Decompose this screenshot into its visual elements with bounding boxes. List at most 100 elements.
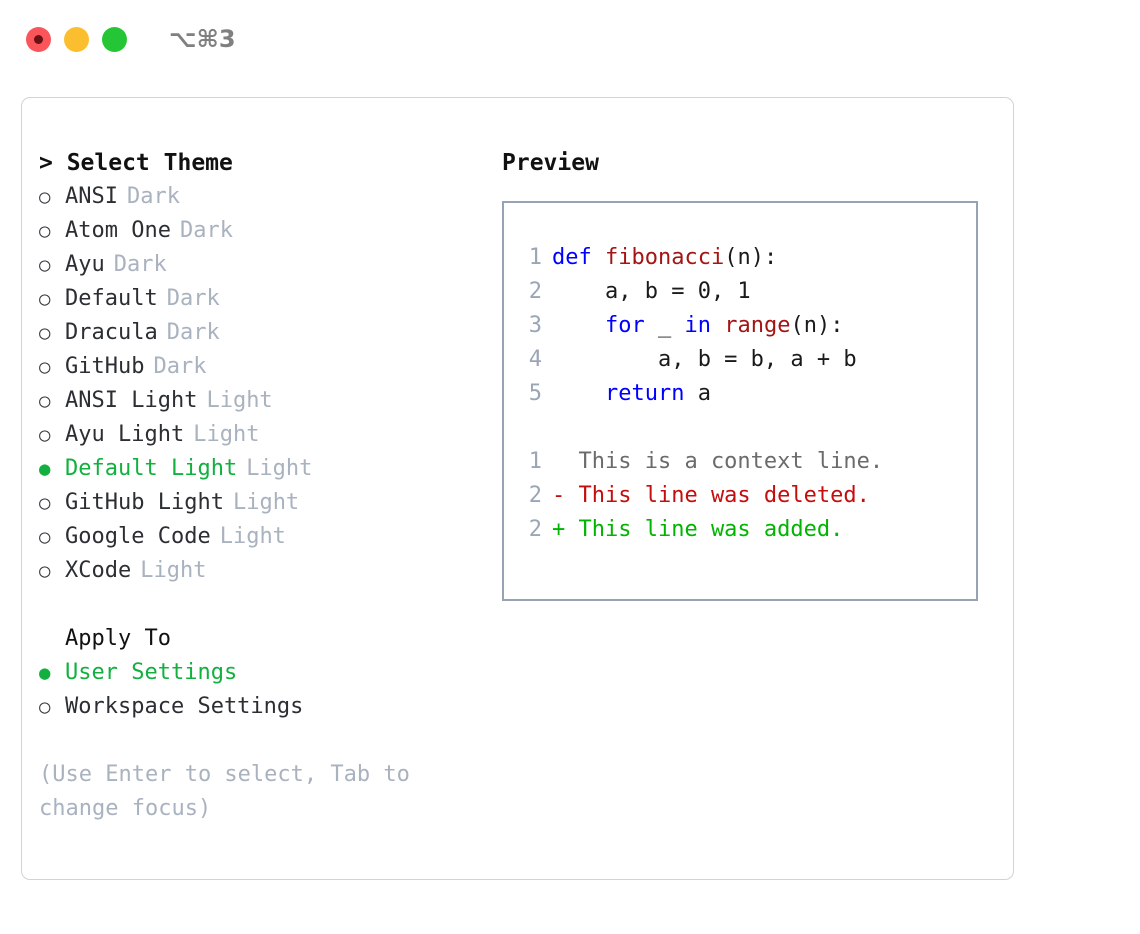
code-line: 1 def fibonacci(n): bbox=[504, 241, 976, 275]
theme-category-tag: Dark bbox=[179, 218, 233, 243]
theme-name-label: Dracula bbox=[65, 320, 158, 345]
radio-unselected-icon: ○ bbox=[39, 560, 51, 582]
code-token: (n): bbox=[724, 245, 778, 270]
theme-name-label: Ayu bbox=[65, 252, 105, 277]
record-dot-icon bbox=[34, 34, 43, 44]
code-token: (n): bbox=[790, 313, 844, 338]
select-theme-heading: > Select Theme bbox=[39, 150, 233, 176]
code-line: 5 return a bbox=[504, 377, 976, 411]
line-number: 3 bbox=[528, 313, 542, 338]
code-line: 4 a, b = b, a + b bbox=[504, 343, 976, 377]
code-text: a, b = 0, 1 bbox=[552, 275, 751, 309]
preview-heading: Preview bbox=[502, 150, 599, 176]
radio-unselected-icon: ○ bbox=[39, 356, 51, 378]
theme-category-tag: Dark bbox=[166, 320, 220, 345]
code-token: fibonacci bbox=[604, 245, 725, 270]
window-controls bbox=[26, 26, 127, 52]
code-line: 3 for _ in range(n): bbox=[504, 309, 976, 343]
code-token: a, b = 0, 1 bbox=[552, 279, 751, 304]
theme-category-tag: Light bbox=[246, 456, 313, 481]
theme-name-label: GitHub Light bbox=[65, 490, 224, 515]
maximize-button[interactable] bbox=[102, 26, 127, 52]
code-token: a bbox=[684, 381, 711, 406]
line-number: 2 bbox=[528, 483, 542, 508]
theme-category-tag: Light bbox=[206, 388, 273, 413]
code-text: for _ in range(n): bbox=[552, 309, 843, 343]
theme-category-tag: Light bbox=[219, 524, 286, 549]
theme-list-item[interactable]: ○ Dracula Dark bbox=[39, 316, 492, 350]
code-token: for bbox=[604, 313, 645, 338]
code-token: a, b = b, a + b bbox=[552, 347, 857, 372]
theme-name-label: Google Code bbox=[65, 524, 211, 549]
code-text: a, b = b, a + b bbox=[552, 343, 857, 377]
code-token: def bbox=[552, 245, 605, 270]
diff-text: - This line was deleted. bbox=[552, 483, 870, 508]
radio-unselected-icon: ○ bbox=[39, 220, 51, 242]
apply-to-label: User Settings bbox=[65, 660, 238, 685]
code-token: range bbox=[724, 313, 791, 338]
code-spacer bbox=[504, 411, 976, 445]
theme-name-label: GitHub bbox=[65, 354, 145, 379]
minimize-button[interactable] bbox=[64, 26, 89, 52]
theme-category-tag: Light bbox=[193, 422, 260, 447]
diff-text: + This line was added. bbox=[552, 517, 844, 542]
radio-unselected-icon: ○ bbox=[39, 288, 51, 310]
code-token bbox=[711, 313, 724, 338]
theme-name-label: ANSI bbox=[65, 184, 118, 209]
theme-name-label: Default Light bbox=[65, 456, 238, 481]
theme-list-item[interactable]: ○ ANSI Light Light bbox=[39, 384, 492, 418]
theme-list-item[interactable]: ○ Google Code Light bbox=[39, 520, 492, 554]
radio-unselected-icon: ○ bbox=[39, 492, 51, 514]
diff-line: 1 This is a context line. bbox=[504, 445, 976, 479]
line-number: 1 bbox=[528, 449, 542, 474]
line-number: 4 bbox=[528, 347, 542, 372]
theme-name-label: Ayu Light bbox=[65, 422, 185, 447]
code-token bbox=[552, 381, 605, 406]
code-token bbox=[552, 313, 605, 338]
keyboard-hint-text: (Use Enter to select, Tab to change focu… bbox=[39, 762, 424, 821]
theme-category-tag: Dark bbox=[166, 286, 220, 311]
keyboard-shortcut-label: ⌥⌘3 bbox=[169, 25, 236, 53]
code-token: _ bbox=[644, 313, 685, 338]
code-token: in bbox=[684, 313, 711, 338]
theme-category-tag: Dark bbox=[126, 184, 180, 209]
radio-unselected-icon: ○ bbox=[39, 322, 51, 344]
radio-unselected-icon: ○ bbox=[39, 526, 51, 548]
theme-list-item[interactable]: ○ Atom One Dark bbox=[39, 214, 492, 248]
apply-to-heading: Apply To bbox=[65, 626, 171, 651]
close-button[interactable] bbox=[26, 26, 51, 52]
radio-unselected-icon: ○ bbox=[39, 254, 51, 276]
code-line: 2 a, b = 0, 1 bbox=[504, 275, 976, 309]
theme-list-item[interactable]: ○ GitHub Light Light bbox=[39, 486, 492, 520]
diff-sample: 1 This is a context line. 2 - This line wa… bbox=[504, 445, 976, 547]
line-number: 2 bbox=[528, 517, 542, 542]
code-text: def fibonacci(n): bbox=[552, 241, 777, 275]
line-number: 1 bbox=[528, 245, 542, 270]
theme-category-tag: Light bbox=[140, 558, 207, 583]
radio-selected-icon: ● bbox=[39, 458, 51, 480]
diff-line: 2 + This line was added. bbox=[504, 513, 976, 547]
apply-to-list[interactable]: ● User Settings ○Workspace Settings bbox=[39, 656, 492, 724]
radio-selected-icon: ● bbox=[39, 662, 51, 684]
title-bar: ⌥⌘3 bbox=[0, 0, 1140, 78]
theme-category-tag: Light bbox=[232, 490, 300, 515]
apply-to-option[interactable]: ○Workspace Settings bbox=[39, 690, 492, 724]
theme-list-item[interactable]: ● Default Light Light bbox=[39, 452, 492, 486]
radio-unselected-icon: ○ bbox=[39, 390, 51, 412]
theme-name-label: Atom One bbox=[65, 218, 171, 243]
line-number: 5 bbox=[528, 381, 542, 406]
apply-to-option[interactable]: ● User Settings bbox=[39, 656, 492, 690]
theme-name-label: ANSI Light bbox=[65, 388, 198, 413]
diff-line: 2 - This line was deleted. bbox=[504, 479, 976, 513]
